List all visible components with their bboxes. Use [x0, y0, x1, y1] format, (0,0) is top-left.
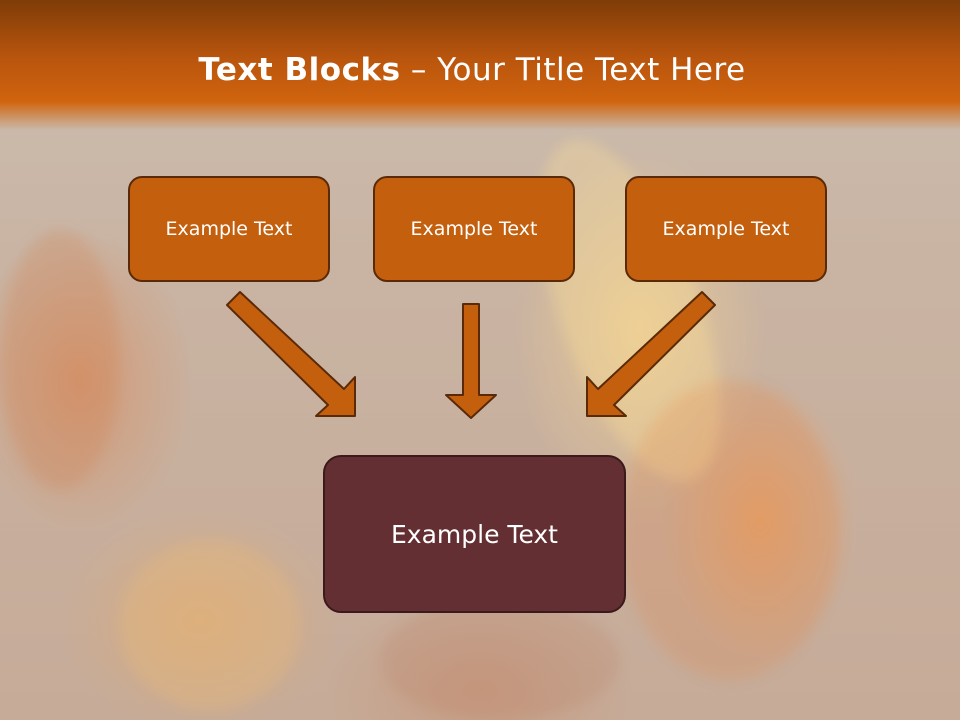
arrow-left-icon [226, 291, 356, 417]
fire-glow-decoration [380, 600, 620, 720]
title-separator: – [400, 52, 438, 88]
slide-title: Text Blocks – Your Title Text Here [0, 52, 944, 88]
title-bold: Text Blocks [198, 52, 401, 88]
fire-glow-decoration [0, 230, 120, 490]
fire-glow-decoration [620, 380, 840, 680]
text-block-bottom[interactable]: Example Text [323, 455, 626, 613]
text-block-top-right[interactable]: Example Text [625, 176, 827, 282]
text-block-top-center[interactable]: Example Text [373, 176, 575, 282]
arrow-down-icon [445, 303, 497, 419]
text-block-top-left[interactable]: Example Text [128, 176, 330, 282]
fire-glow-decoration [120, 540, 300, 710]
title-rest: Your Title Text Here [437, 52, 746, 88]
title-bar [0, 0, 960, 130]
arrow-right-icon [586, 291, 716, 417]
